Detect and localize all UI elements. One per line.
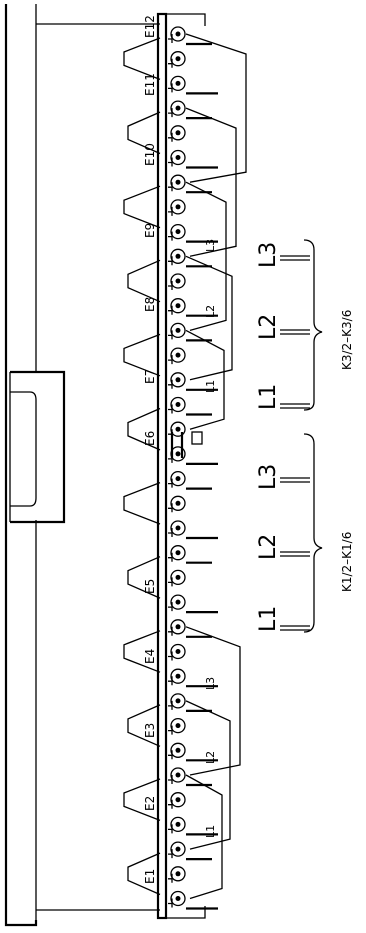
terminal-label-e11: E11 (143, 73, 157, 96)
terminal-screw (168, 125, 186, 142)
terminal-screw (168, 495, 186, 513)
terminal-screw (168, 816, 218, 836)
terminal-screw (168, 51, 186, 68)
terminal-screw (168, 890, 218, 910)
internal-wire (185, 255, 233, 381)
terminal-label-e10: E10 (143, 143, 157, 166)
phase-label-top-l3: L3 (256, 242, 281, 268)
terminal-screw (168, 569, 186, 587)
terminal-screw (168, 643, 186, 661)
terminal-screw (168, 742, 218, 762)
terminal-screw (168, 298, 218, 317)
lead-labels-bottom: L1 L2 L3 (204, 677, 217, 838)
brace-top (303, 239, 323, 411)
lead-label-top-l1: L1 (204, 380, 217, 393)
phase-label-bottom-l2: L2 (256, 534, 281, 560)
terminal-screw (168, 322, 212, 342)
phase-labels-top: L1 L2 L3 (256, 242, 281, 410)
internal-wire (185, 626, 241, 776)
terminal-label-e8: E8 (143, 297, 157, 312)
terminal-screw (168, 199, 186, 216)
terminal-label-e9: E9 (143, 223, 157, 238)
housing-frame (4, 4, 160, 927)
lead-labels-top: L1 L2 L3 (204, 239, 217, 393)
terminal-screw (168, 866, 186, 883)
terminal-screw (168, 26, 212, 46)
lead-label-bottom-l1: L1 (204, 825, 217, 838)
phase-label-top-l2: L2 (256, 314, 281, 340)
terminal-screw (168, 520, 218, 540)
bridge-loop (127, 407, 161, 451)
separator-marker (170, 431, 203, 458)
terminal-label-e1: E1 (143, 869, 157, 884)
terminal-label-e7: E7 (143, 369, 157, 384)
bridge-loop (127, 704, 161, 747)
phase-label-bottom-l3: L3 (256, 464, 281, 490)
terminal-screw (168, 594, 218, 614)
terminal-screw (168, 446, 218, 465)
bridge-loop (123, 778, 161, 822)
lead-label-top-l2: L2 (204, 305, 217, 318)
terminal-label-e2: E2 (143, 796, 157, 811)
range-label-top: K3/2–K3/6 (340, 310, 354, 370)
terminal-rail (156, 12, 206, 920)
terminal-screw (168, 841, 212, 861)
bridge-loop (123, 481, 161, 525)
internal-wiring (185, 33, 247, 900)
terminal-screw (168, 668, 218, 688)
phase-labels-bottom: L1 L2 L3 (256, 464, 281, 632)
internal-wire (185, 329, 225, 430)
terminal-screw (168, 717, 186, 735)
terminal-screw (168, 792, 186, 809)
bridge-loop (123, 630, 161, 673)
bridge-loop (127, 556, 161, 599)
range-label-bottom: K1/2–K1/6 (340, 532, 354, 592)
terminal-screw (168, 223, 218, 243)
terminal-screw (168, 470, 212, 490)
terminal-block (168, 26, 218, 910)
bridge-loop (123, 37, 161, 81)
internal-wire (185, 774, 223, 900)
terminal-screw (168, 396, 212, 416)
terminal-screw (168, 372, 218, 391)
terminal-label-e6: E6 (143, 431, 157, 446)
bridge-loops (123, 37, 161, 896)
lead-label-bottom-l3: L3 (204, 677, 217, 690)
terminal-screw (168, 347, 186, 365)
bridge-loop (123, 185, 161, 229)
terminal-screw (168, 273, 186, 290)
internal-wire (185, 33, 247, 183)
phase-label-top-l1: L1 (256, 384, 281, 410)
phase-bars (280, 255, 310, 631)
terminal-screw (168, 174, 212, 194)
bridge-loop (127, 111, 161, 155)
terminal-screw (168, 75, 218, 95)
terminal-label-e5: E5 (143, 579, 157, 594)
internal-wire (185, 700, 231, 850)
internal-wire (185, 181, 227, 332)
terminal-label-e4: E4 (143, 649, 157, 664)
phase-label-bottom-l1: L1 (256, 606, 281, 632)
bridge-loop (123, 333, 161, 377)
bridge-loop (127, 259, 161, 303)
lead-label-top-l3: L3 (204, 239, 217, 252)
terminal-screw (168, 149, 218, 169)
terminal-screw (168, 545, 212, 564)
bridge-loop (127, 852, 161, 896)
brace-bottom (303, 433, 323, 633)
terminal-labels: E1 E2 E3 E4 E5 E6 E7 E8 E9 E10 E11 E12 (143, 15, 157, 884)
terminal-label-e12: E12 (143, 15, 157, 38)
terminal-screw (168, 619, 212, 638)
lead-label-bottom-l2: L2 (204, 751, 217, 764)
internal-wire (185, 107, 237, 257)
terminal-screw (168, 100, 212, 120)
terminal-screw (168, 767, 212, 787)
terminal-label-e3: E3 (143, 723, 157, 738)
